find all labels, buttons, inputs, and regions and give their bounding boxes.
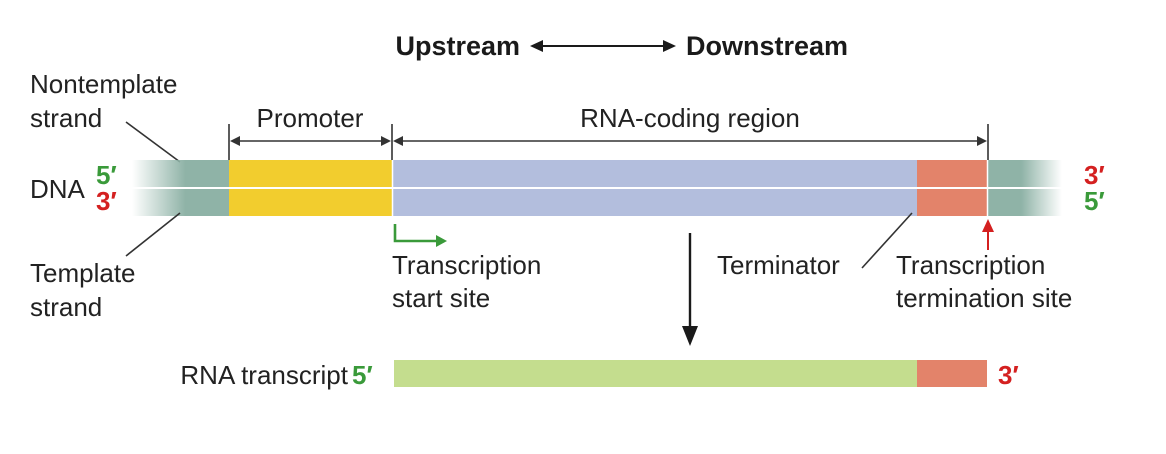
dna-left-top-end: 5′ <box>96 160 117 190</box>
rna-transcript-label: RNA transcript <box>180 360 348 390</box>
upstream-label: Upstream <box>395 31 520 61</box>
terminator-label: Terminator <box>717 250 840 280</box>
rna-terminator-segment <box>917 360 987 387</box>
terminator-pointer-line <box>861 212 913 269</box>
upstream-downstream-arrow <box>530 40 676 52</box>
dna-double-strand <box>132 160 1062 216</box>
nontemplate-pointer-line <box>125 121 181 163</box>
transcription-down-arrow-icon <box>682 233 698 346</box>
promoter-bracket <box>228 124 393 160</box>
transcription-termination-site-label: Transcription termination site <box>896 250 1072 313</box>
dna-left-bottom-end: 3′ <box>96 186 117 216</box>
rna-right-end: 3′ <box>998 360 1019 390</box>
termination-site-arrow-icon <box>982 219 994 250</box>
dna-right-bottom-end: 5′ <box>1084 186 1105 216</box>
dna-right-top-end: 3′ <box>1084 160 1105 190</box>
downstream-label: Downstream <box>686 31 848 61</box>
promoter-label: Promoter <box>257 103 364 133</box>
rna-coding-segment <box>394 360 917 387</box>
rna-coding-region-label: RNA-coding region <box>580 103 800 133</box>
dna-label: DNA <box>30 174 86 204</box>
rna-left-end: 5′ <box>352 360 373 390</box>
nontemplate-strand-label: Nontemplate strand <box>30 69 185 133</box>
template-strand-label: Template strand <box>30 258 143 322</box>
rna-coding-region-bracket <box>393 124 989 160</box>
template-pointer-line <box>125 212 181 257</box>
transcription-start-site-label: Transcription start site <box>392 250 549 313</box>
rna-transcript-bar <box>394 360 987 387</box>
start-site-arrow-icon <box>393 224 447 247</box>
